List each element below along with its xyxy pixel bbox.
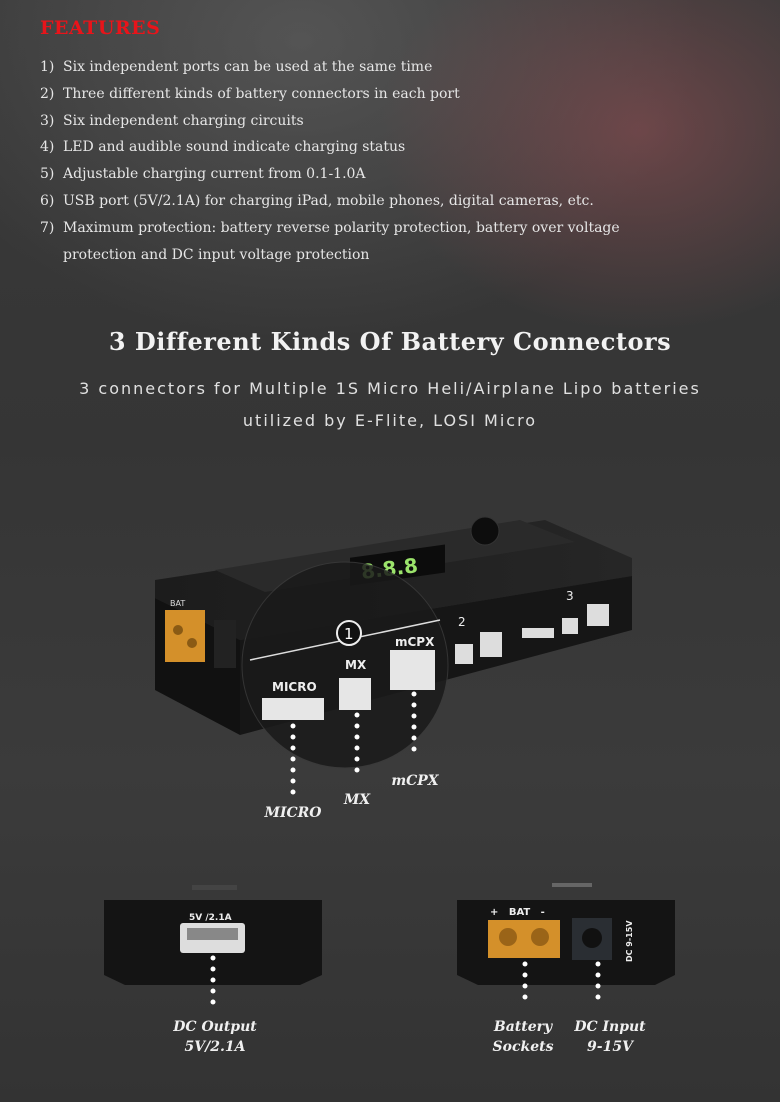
label-mcpx: mCPX bbox=[391, 773, 439, 789]
mx-socket bbox=[339, 678, 371, 710]
charger-illustration: 8.8.8 BAT 1 MICRO MX mCPX 2 3 bbox=[155, 516, 632, 795]
feature-item: 6) USB port (5V/2.1A) for charging iPad, … bbox=[40, 193, 594, 209]
dc-marking: DC 9-15V bbox=[625, 920, 634, 962]
section-subtitle-line2: utilized by E-Flite, LOSI Micro bbox=[242, 411, 538, 430]
dc-output-line1: DC Output bbox=[173, 1019, 257, 1035]
feature-number: 3) bbox=[40, 112, 55, 129]
feature-text: Three different kinds of battery connect… bbox=[63, 85, 460, 102]
feature-item: 5) Adjustable charging current from 0.1-1… bbox=[40, 166, 366, 182]
section-subtitle-line1: 3 connectors for Multiple 1S Micro Heli/… bbox=[79, 379, 701, 398]
port-3-number: 3 bbox=[566, 589, 574, 603]
xt60-socket bbox=[488, 920, 560, 958]
feature-number: 2) bbox=[40, 85, 55, 102]
feature-text: USB port (5V/2.1A) for charging iPad, mo… bbox=[63, 193, 594, 209]
feature-item: 1) Six independent ports can be used at t… bbox=[40, 59, 432, 75]
bottom-leader-dots bbox=[210, 955, 601, 1005]
mcpx-marking: mCPX bbox=[395, 635, 435, 649]
label-mx: MX bbox=[343, 792, 371, 808]
feature-text: protection and DC input voltage protecti… bbox=[63, 246, 370, 263]
micro-socket bbox=[262, 698, 324, 720]
mcpx-socket bbox=[390, 650, 435, 690]
label-dc-input: DC Input 9-15V bbox=[565, 1017, 655, 1057]
feature-item: 3) Six independent charging circuits bbox=[40, 113, 304, 129]
feature-item: 7) Maximum protection: battery reverse po… bbox=[40, 220, 620, 236]
usb-marking: 5V /2.1A bbox=[189, 913, 232, 923]
feature-number: 7) bbox=[40, 219, 55, 236]
label-battery-sockets: Battery Sockets bbox=[478, 1017, 568, 1057]
port-1-number: 1 bbox=[344, 625, 354, 643]
port-2-number: 2 bbox=[458, 615, 466, 629]
feature-number: 5) bbox=[40, 166, 55, 183]
dc-jack bbox=[214, 620, 236, 668]
label-micro: MICRO bbox=[264, 805, 322, 821]
feature-item: 4) LED and audible sound indicate chargin… bbox=[40, 139, 405, 155]
feature-number: 6) bbox=[40, 193, 55, 209]
charger-end-views: 5V /2.1A + BAT - DC 9-15V bbox=[104, 883, 675, 1005]
feature-text: Six independent ports can be used at the… bbox=[63, 59, 433, 75]
bat-marking: BAT bbox=[170, 599, 185, 608]
feature-text: Maximum protection: battery reverse pola… bbox=[63, 219, 620, 236]
dc-output-line2: 5V/2.1A bbox=[184, 1039, 246, 1055]
label-dc-output: DC Output 5V/2.1A bbox=[155, 1017, 275, 1057]
mx-marking: MX bbox=[345, 658, 367, 672]
dc-input-line2: 9-15V bbox=[587, 1039, 633, 1055]
battery-line2: Sockets bbox=[492, 1039, 554, 1055]
feature-item: protection and DC input voltage protecti… bbox=[40, 247, 369, 263]
battery-line1: Battery bbox=[493, 1019, 553, 1035]
feature-text: Six independent charging circuits bbox=[63, 112, 304, 129]
micro-marking: MICRO bbox=[272, 680, 317, 694]
current-knob bbox=[470, 516, 500, 546]
feature-text: Adjustable charging current from 0.1-1.0… bbox=[63, 166, 366, 183]
feature-number: 4) bbox=[40, 139, 55, 156]
bat-label: + BAT - bbox=[490, 907, 545, 918]
feature-item: 2) Three different kinds of battery conne… bbox=[40, 86, 460, 102]
xt60-connector bbox=[165, 610, 205, 662]
features-title: FEATURES bbox=[40, 17, 161, 39]
feature-text: LED and audible sound indicate charging … bbox=[63, 139, 406, 156]
dc-input-line1: DC Input bbox=[574, 1019, 646, 1035]
feature-number: 1) bbox=[40, 59, 55, 75]
section-heading: 3 Different Kinds Of Battery Connectors bbox=[108, 327, 672, 356]
leader-dots bbox=[290, 691, 417, 795]
